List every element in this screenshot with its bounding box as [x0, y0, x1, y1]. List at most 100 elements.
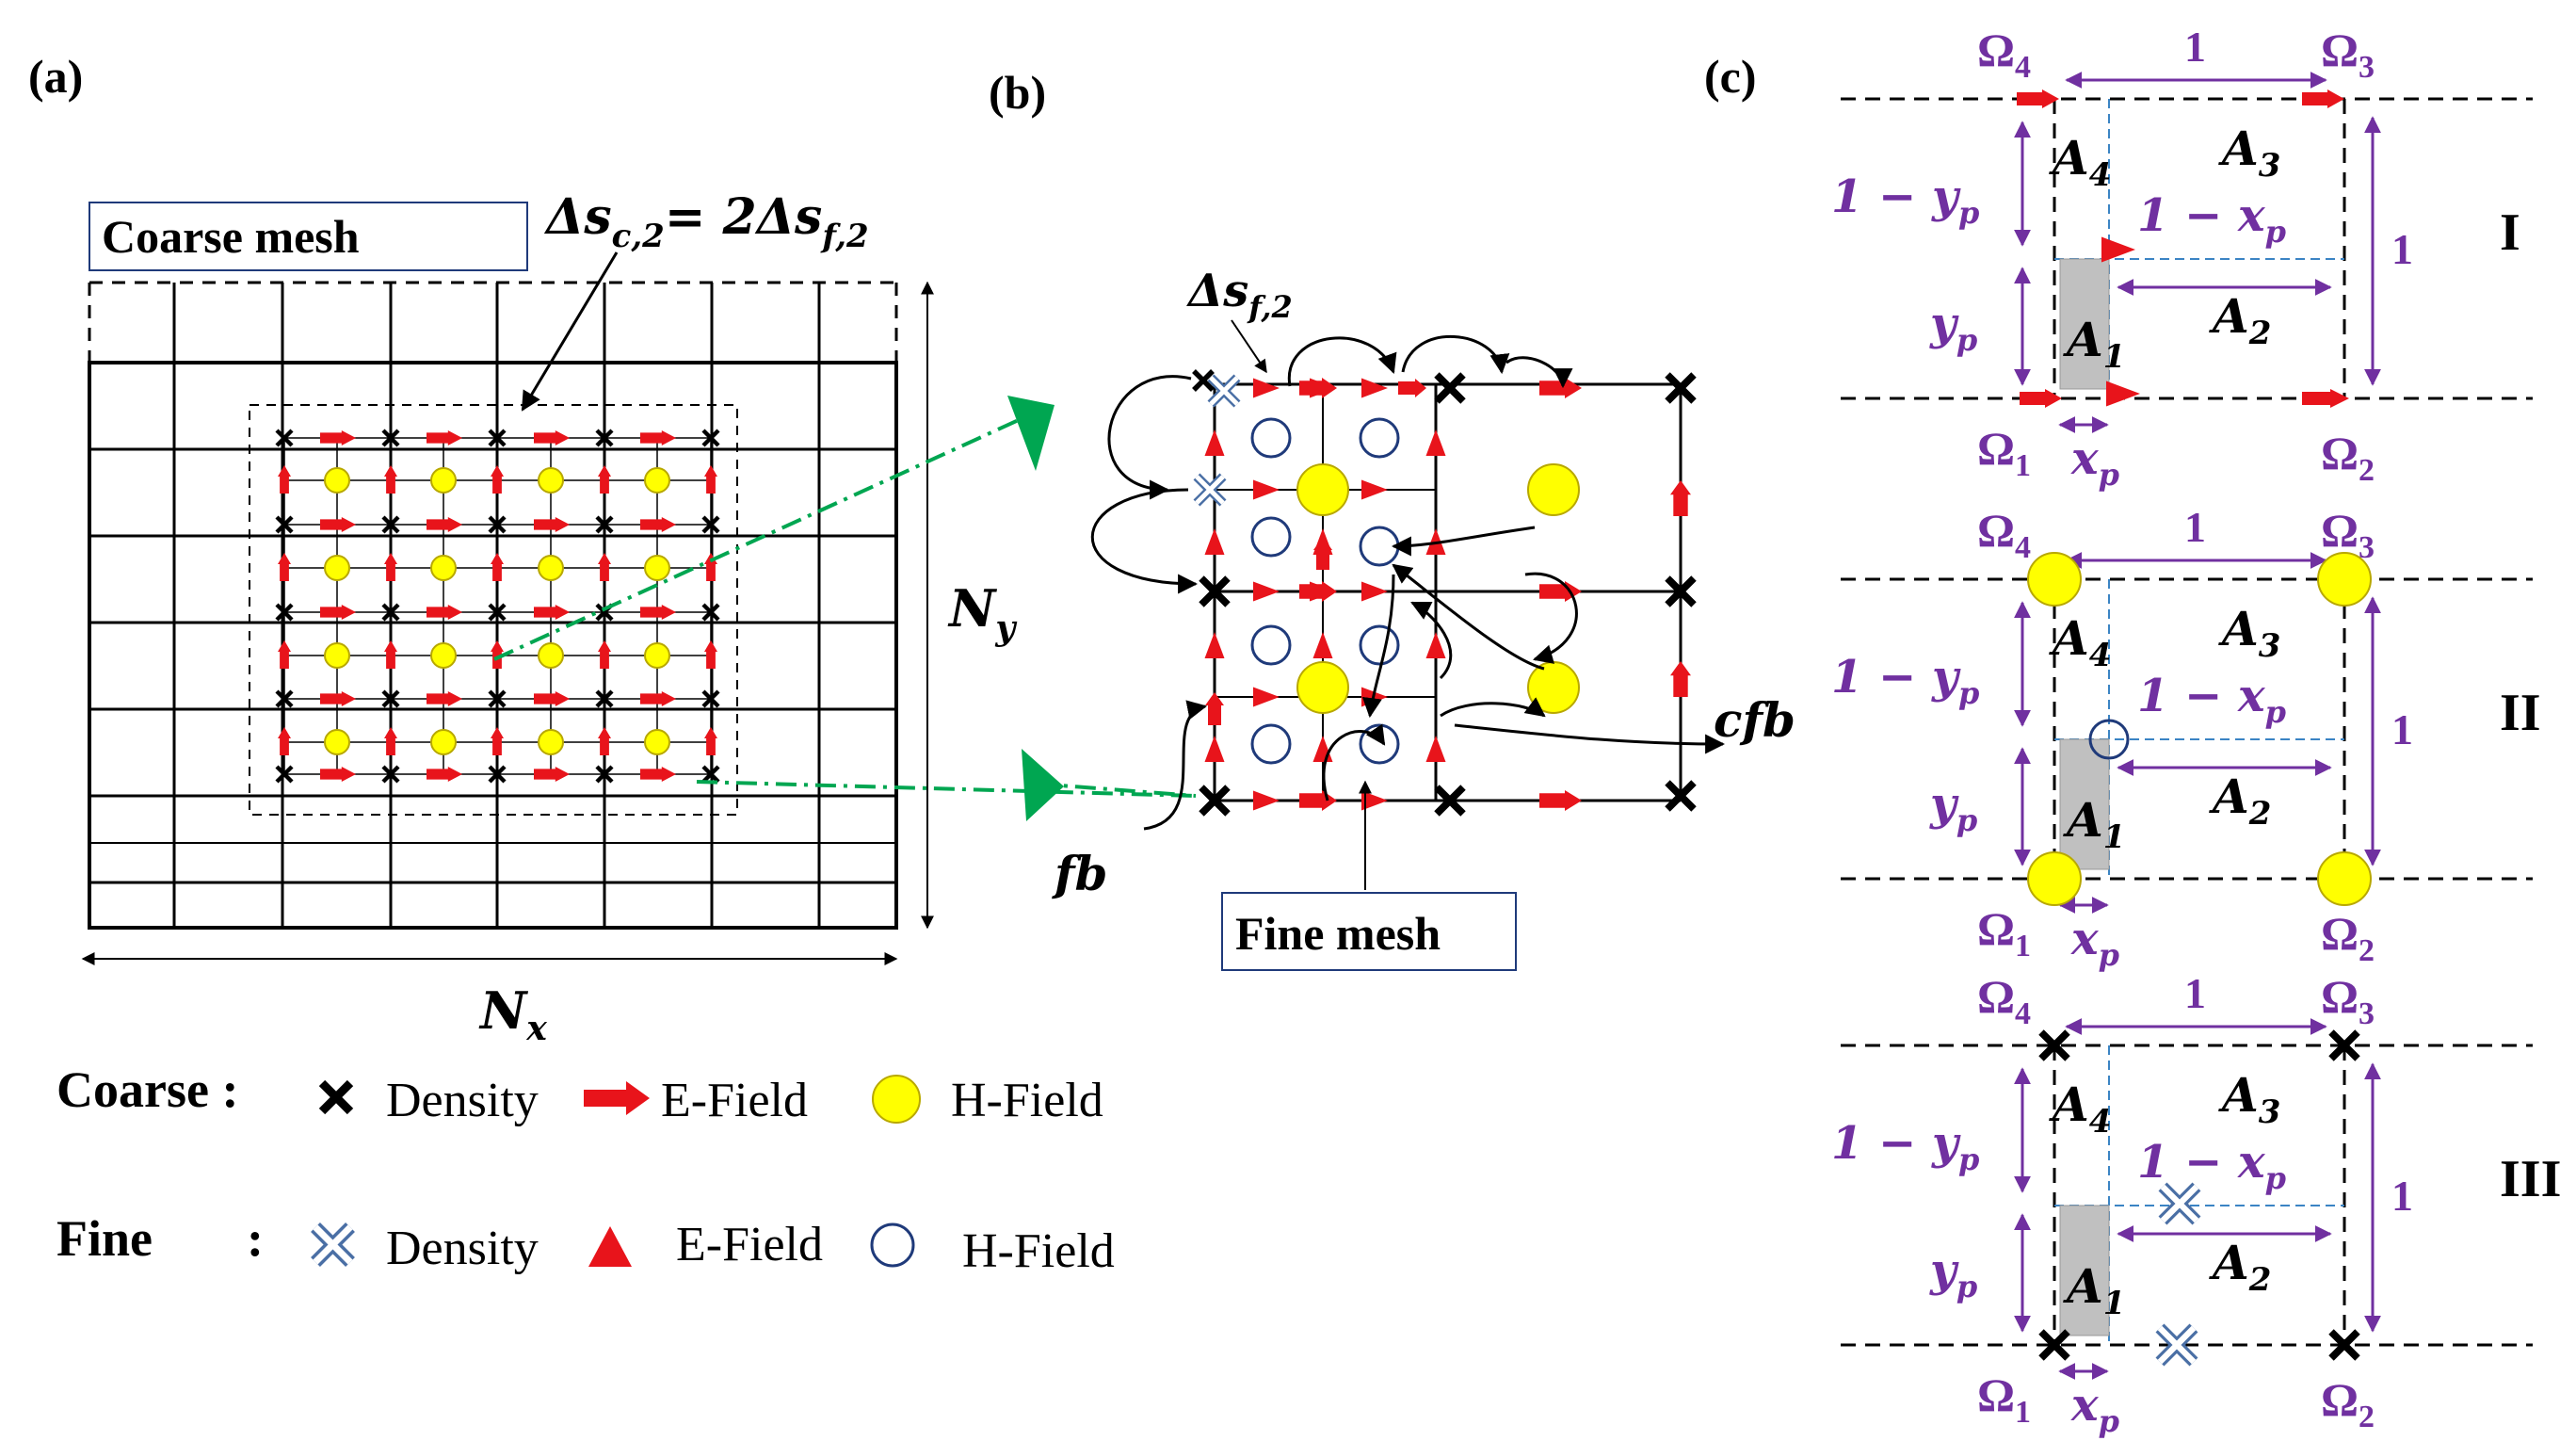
- fine-hfield-marker: [1359, 526, 1400, 567]
- coarse-density-marker: [275, 603, 294, 622]
- efield-arrow-vertical: [704, 465, 717, 494]
- coarse-hfield-marker: [324, 467, 350, 494]
- legend-fine-density: Density: [386, 1222, 539, 1275]
- width-one-label: 1: [2184, 503, 2206, 551]
- fine-hfield-marker: [1359, 417, 1400, 459]
- area-label: A2: [2209, 288, 2271, 352]
- legend-fine-density-symbol: [311, 1222, 355, 1267]
- coarse-hfield-marker: [2027, 851, 2082, 906]
- efield-arrow: [427, 517, 462, 532]
- coarse-density-marker: [488, 515, 507, 534]
- coarse-density-marker: [275, 429, 294, 447]
- fine-efield-marker: [1253, 790, 1280, 811]
- omega-label: Ω4: [1977, 970, 2031, 1031]
- efield-arrow-vertical: [384, 553, 397, 581]
- coarse-density-marker: [2038, 1329, 2070, 1361]
- omega-label: Ω4: [1977, 24, 2031, 85]
- fine-efield-marker: [1425, 429, 1446, 456]
- coarse-density-marker: [701, 515, 720, 534]
- coarse-density-marker: [275, 515, 294, 534]
- omega-label: Ω3: [2321, 24, 2375, 85]
- coarse-hfield-marker: [538, 467, 564, 494]
- fine-efield-marker: [1204, 632, 1225, 658]
- fine-efield-marker: [1253, 479, 1280, 500]
- coarse-hfield-marker: [324, 729, 350, 755]
- coarse-hfield-marker: [538, 555, 564, 581]
- coarse-mesh-box: [89, 202, 528, 271]
- legend-fine-hfield-symbol: [870, 1222, 915, 1268]
- fine-hfield-marker: [1250, 723, 1292, 765]
- efield-arrow-vertical: [1670, 661, 1691, 697]
- fine-mesh-label: Fine mesh: [1235, 907, 1441, 960]
- legend-coarse-hfield-symbol: [872, 1075, 921, 1124]
- efield-arrow: [2020, 389, 2062, 408]
- efield-arrow: [534, 430, 570, 445]
- area-label: A2: [2209, 1235, 2271, 1299]
- width-one-label: 1: [2184, 969, 2206, 1017]
- efield-arrow: [320, 767, 356, 782]
- efield-arrow-vertical: [491, 640, 504, 669]
- fine-density-marker: [1207, 374, 1241, 408]
- legend-fine-colon: :: [247, 1210, 264, 1267]
- connection-arrow: [1440, 697, 1546, 718]
- efield-arrow: [1299, 378, 1337, 398]
- fine-spacing-label: Δsf,2: [1186, 265, 1293, 325]
- omega-label: Ω1: [1977, 902, 2031, 963]
- fine-efield-marker: [1361, 790, 1388, 811]
- efield-arrow: [534, 605, 570, 620]
- xp-label: xp: [2070, 913, 2119, 973]
- efield-arrow-vertical: [384, 465, 397, 494]
- height-one-label: 1: [2391, 225, 2413, 273]
- zoom-connector-upper: [493, 413, 1032, 661]
- height-one-label: 1: [2391, 1172, 2413, 1220]
- spacing-pointer: [521, 251, 619, 412]
- coarse-density-marker: [701, 429, 720, 447]
- efield-arrow: [427, 605, 462, 620]
- legend-fine-heading: Fine: [56, 1210, 153, 1267]
- coarse-hfield-marker: [644, 729, 670, 755]
- connection-arrow: [1505, 356, 1573, 389]
- coarse-density-marker: [1192, 369, 1215, 392]
- efield-arrow: [1299, 790, 1337, 811]
- fine-efield-marker: [1361, 479, 1388, 500]
- zoom-arrowhead-lower: [1022, 749, 1064, 821]
- coarse-density-marker: [381, 515, 400, 534]
- omega-label: Ω2: [2321, 907, 2375, 968]
- legend-fine-hfield: H-Field: [962, 1224, 1115, 1278]
- connection-arrow: [1401, 335, 1510, 375]
- coarse-density-marker: [1665, 780, 1697, 812]
- area-a1-shaded: [2059, 738, 2110, 870]
- fb-label: fb: [1052, 846, 1107, 901]
- efield-arrow-vertical: [384, 640, 397, 669]
- efield-arrow: [427, 691, 462, 706]
- coarse-density-marker: [381, 603, 400, 622]
- fine-efield-marker: [1312, 632, 1333, 658]
- coarse-density-marker: [1434, 372, 1466, 404]
- xp-label: xp: [2070, 432, 2119, 493]
- yp-label: yp: [1929, 1244, 1977, 1304]
- efield-arrow-vertical: [278, 465, 291, 494]
- coarse-density-marker: [595, 765, 614, 784]
- efield-arrow: [427, 430, 462, 445]
- coarse-density-marker: [2328, 1029, 2360, 1061]
- connection-arrow: [1322, 723, 1386, 801]
- one-minus-yp-label: 1 − yp: [1831, 170, 1979, 231]
- coarse-density-marker: [1199, 575, 1231, 607]
- area-label: A1: [2063, 1258, 2125, 1322]
- coarse-hfield-marker: [2317, 552, 2372, 607]
- coarse-hfield-marker: [1527, 463, 1580, 516]
- connection-arrow: [1107, 375, 1192, 500]
- zoom-connector-lower: [696, 780, 1197, 798]
- cfb-label: cfb: [1714, 692, 1795, 748]
- panel-a-label: (a): [28, 50, 83, 103]
- case-roman-numeral: I: [2500, 203, 2520, 262]
- efield-arrow: [1539, 790, 1582, 811]
- efield-arrow: [1539, 581, 1582, 602]
- connection-arrow: [1143, 700, 1208, 831]
- area-label: A3: [2218, 121, 2280, 185]
- panel-b-label: (b): [989, 66, 1046, 119]
- efield-arrow: [534, 767, 570, 782]
- legend-fine-efield-symbol: [588, 1226, 632, 1267]
- fine-efield-marker: [1425, 528, 1446, 555]
